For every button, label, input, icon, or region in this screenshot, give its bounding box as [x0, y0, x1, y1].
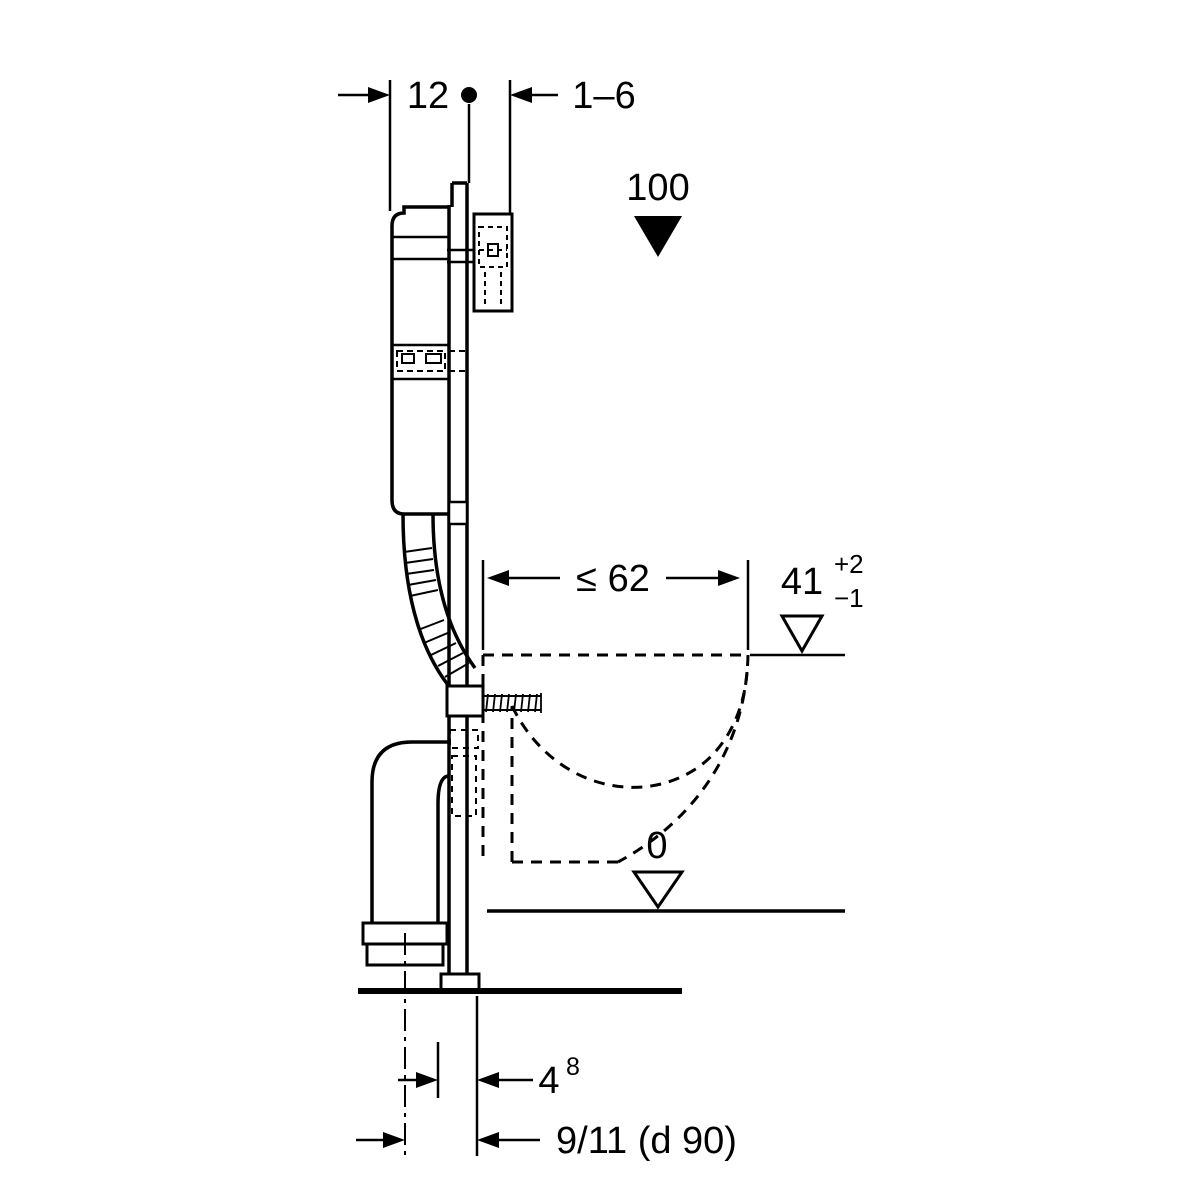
- cistern: [390, 205, 474, 516]
- rail-bracket: [447, 500, 469, 526]
- level-100-label: 100: [626, 167, 689, 209]
- dimension-top-row: [338, 80, 558, 214]
- wc-pan-outline: [481, 653, 750, 864]
- flush-bend-inner: [431, 513, 477, 670]
- clamp-hidden: [449, 729, 479, 749]
- tol-minus-label: −1: [834, 583, 864, 613]
- pan-bowl-curve: [510, 671, 749, 789]
- level-triangle-open-icon: [631, 870, 685, 910]
- depth-62-label: ≤ 62: [576, 558, 650, 600]
- arrowhead-right: [368, 87, 390, 103]
- arrowhead-right: [718, 570, 740, 586]
- dimension-depth-62: [481, 560, 750, 650]
- fixing-clip: [425, 353, 442, 364]
- rough-box-hidden-detail: [478, 226, 508, 268]
- wc-connection-fitting: [445, 684, 542, 718]
- pipe-clamp: [449, 729, 479, 817]
- connection-block: [445, 684, 485, 718]
- dim-1-6-label: 1–6: [572, 75, 635, 117]
- service-opening-hidden: [396, 350, 446, 372]
- arrowhead-right: [416, 1072, 438, 1088]
- level-marker-41: 41 +2 −1: [750, 549, 864, 657]
- pan-rear-curve: [617, 654, 750, 864]
- drain-outer: [370, 740, 449, 925]
- flush-bend-pipe: [401, 513, 477, 692]
- dimension-bottom-rows: [356, 996, 540, 1156]
- level-marker-0: 0: [487, 825, 845, 913]
- tol-plus-label: +2: [834, 549, 864, 579]
- dim-12-label: 12: [407, 75, 449, 117]
- flush-plate-rough-box: [472, 212, 514, 313]
- level-triangle-open-icon: [779, 614, 825, 655]
- cistern-outline: [390, 205, 449, 516]
- arrowhead-left: [487, 570, 509, 586]
- drain-inner: [436, 774, 450, 925]
- arrowhead-left: [477, 1132, 499, 1148]
- dim-4-sup-label: 8: [566, 1053, 580, 1081]
- thread-ticks: [485, 693, 542, 713]
- height-41-label: 41: [781, 561, 823, 603]
- rough-box-outline: [472, 212, 514, 313]
- flush-bend-outer: [401, 513, 454, 692]
- drain-pipe: [361, 740, 450, 1156]
- mounting-rail: [439, 181, 481, 993]
- fixing-clip: [401, 353, 415, 364]
- arrowhead-right: [383, 1132, 405, 1148]
- arrowhead-left: [477, 1072, 499, 1088]
- drain-hidden-section: [451, 755, 477, 817]
- dim-4-label: 4: [538, 1060, 559, 1102]
- dim-9-11-label: 9/11 (d 90): [556, 1120, 737, 1162]
- rough-box-clip: [487, 243, 499, 257]
- corrugation-ticks: [403, 547, 470, 678]
- level-marker-100: 100: [626, 167, 690, 257]
- dimension-dot: [461, 87, 477, 103]
- level-0-label: 0: [646, 825, 667, 867]
- arrowhead-left: [510, 87, 532, 103]
- level-triangle-filled-icon: [634, 216, 682, 257]
